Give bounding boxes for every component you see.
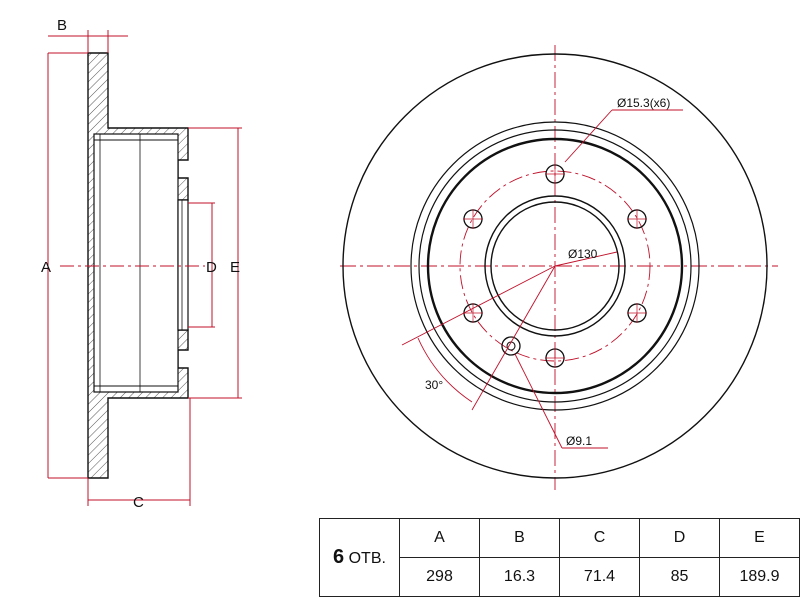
header-e: E	[719, 518, 800, 558]
value-e: 189.9	[719, 557, 800, 597]
pcd-label: Ø130	[568, 247, 598, 261]
side-section-view	[60, 52, 205, 479]
value-d: 85	[639, 557, 720, 597]
center-bore-inner	[490, 201, 620, 331]
outer-rim	[342, 53, 768, 479]
hole-count-cell: 6 ОТВ.	[319, 518, 400, 597]
angle-label: 30°	[425, 378, 443, 392]
value-c: 71.4	[559, 557, 640, 597]
friction-ring-inner-1	[410, 121, 700, 411]
value-b: 16.3	[479, 557, 560, 597]
side-dimensions	[47, 30, 242, 506]
spec-value-row: 298 16.3 71.4 85 189.9	[320, 557, 800, 597]
value-a: 298	[399, 557, 480, 597]
dim-label-e: E	[230, 259, 240, 276]
leader-lines	[401, 109, 683, 449]
spec-table: 6 ОТВ. A B C D E 298 16.3 71.4 85 189.9	[319, 518, 800, 597]
dim-label-a: A	[41, 259, 51, 276]
header-a: A	[399, 518, 480, 558]
dim-label-b: B	[57, 17, 67, 34]
dim-label-c: C	[133, 494, 144, 511]
hole-count: 6	[333, 546, 345, 568]
header-d: D	[639, 518, 720, 558]
bolt-hole-crosshairs	[463, 164, 647, 368]
hat-outer-edge	[426, 137, 684, 395]
hat-inner-cavity	[93, 133, 179, 393]
small-locating-hole	[501, 336, 521, 356]
angle-arc	[417, 337, 473, 403]
small-hole-label: Ø9.1	[566, 434, 592, 448]
hub-face	[177, 199, 189, 331]
header-b: B	[479, 518, 560, 558]
friction-ring-inner-2	[418, 129, 692, 403]
hole-unit: ОТВ.	[348, 550, 386, 567]
bolt-hole-label: Ø15.3(x6)	[617, 96, 670, 110]
spec-header-row: 6 ОТВ. A B C D E	[319, 518, 800, 597]
pcd-circle	[459, 170, 651, 362]
header-c: C	[559, 518, 640, 558]
center-bore-outer	[484, 195, 626, 337]
brake-disc-drawing: A B C D E	[41, 17, 778, 511]
front-view	[340, 45, 778, 490]
dim-label-d: D	[206, 259, 217, 276]
